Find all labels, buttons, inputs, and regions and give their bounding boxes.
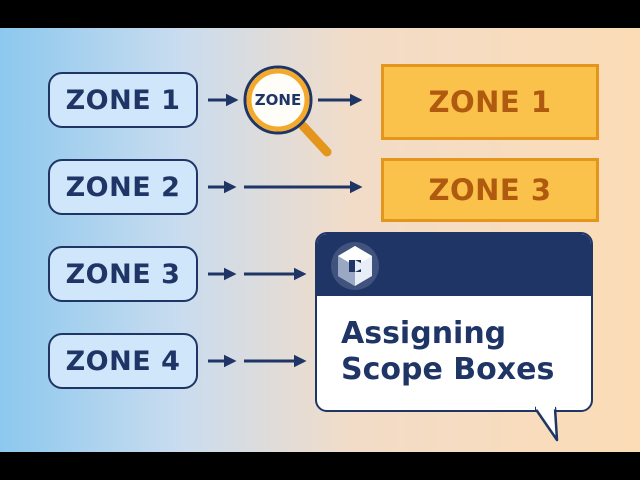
input-zone-3: ZONE 3 [48, 246, 198, 302]
speech-bubble-tail [535, 406, 559, 442]
card-title-line-2: Scope Boxes [341, 352, 555, 387]
card-title-line-1: Assigning [341, 316, 507, 351]
connector-layer [208, 65, 363, 368]
output-zone-1: ZONE 1 [381, 64, 599, 140]
card-header [317, 234, 591, 296]
input-zone-2: ZONE 2 [48, 159, 198, 215]
output-zone-1-label: ZONE 1 [428, 85, 552, 119]
info-card: Assigning Scope Boxes [315, 232, 593, 412]
diagram-canvas: ZONE 1 ZONE 2 ZONE 3 ZONE 4 ZONE 1 ZONE … [0, 28, 640, 452]
output-zone-3: ZONE 3 [381, 158, 599, 222]
input-zone-4: ZONE 4 [48, 333, 198, 389]
input-zone-1-label: ZONE 1 [65, 84, 181, 116]
input-zone-4-label: ZONE 4 [65, 345, 181, 377]
app-logo-icon [331, 242, 379, 290]
input-zone-1: ZONE 1 [48, 72, 198, 128]
input-zone-3-label: ZONE 3 [65, 258, 181, 290]
input-zone-2-label: ZONE 2 [65, 171, 181, 203]
lens-label: ZONE [254, 91, 302, 109]
magnifier-icon [243, 65, 332, 157]
output-zone-3-label: ZONE 3 [428, 173, 552, 207]
card-title: Assigning Scope Boxes [341, 316, 581, 388]
